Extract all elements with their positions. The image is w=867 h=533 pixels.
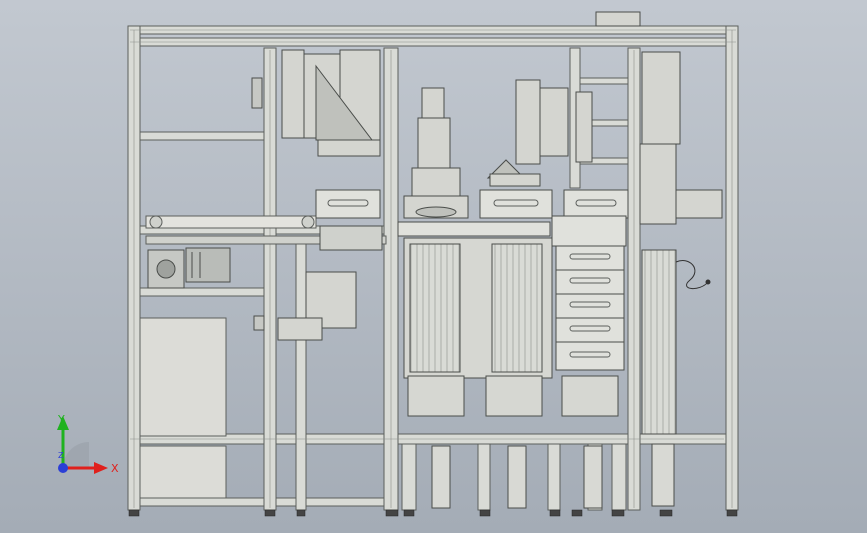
sensor-cable: [675, 260, 711, 289]
left-cover-panel: [139, 317, 227, 499]
right-lift-column: [595, 11, 723, 435]
slide-units: [403, 237, 619, 417]
carrier-plates: [315, 189, 629, 251]
x-axis-label: X: [111, 462, 119, 475]
left-pick-arm: [251, 49, 381, 157]
magazine-slots: [569, 253, 611, 358]
right-press-unit: [486, 79, 593, 187]
leveling-feet: [128, 509, 738, 517]
conveyor-belt: [145, 215, 387, 245]
z-axis-dot: [58, 463, 68, 473]
center-press-unit: [403, 87, 469, 219]
plate-slots: [327, 199, 617, 207]
profile-slots: [130, 29, 736, 508]
conveyor-motor: [147, 247, 231, 289]
coordinate-triad: Y X Z: [57, 413, 119, 475]
bottom-cylinders: [431, 443, 675, 509]
lower-pick-unit: [253, 271, 357, 341]
z-axis-label: Z: [58, 451, 64, 460]
y-axis-label: Y: [57, 413, 65, 426]
plate-magazine: [551, 215, 627, 371]
